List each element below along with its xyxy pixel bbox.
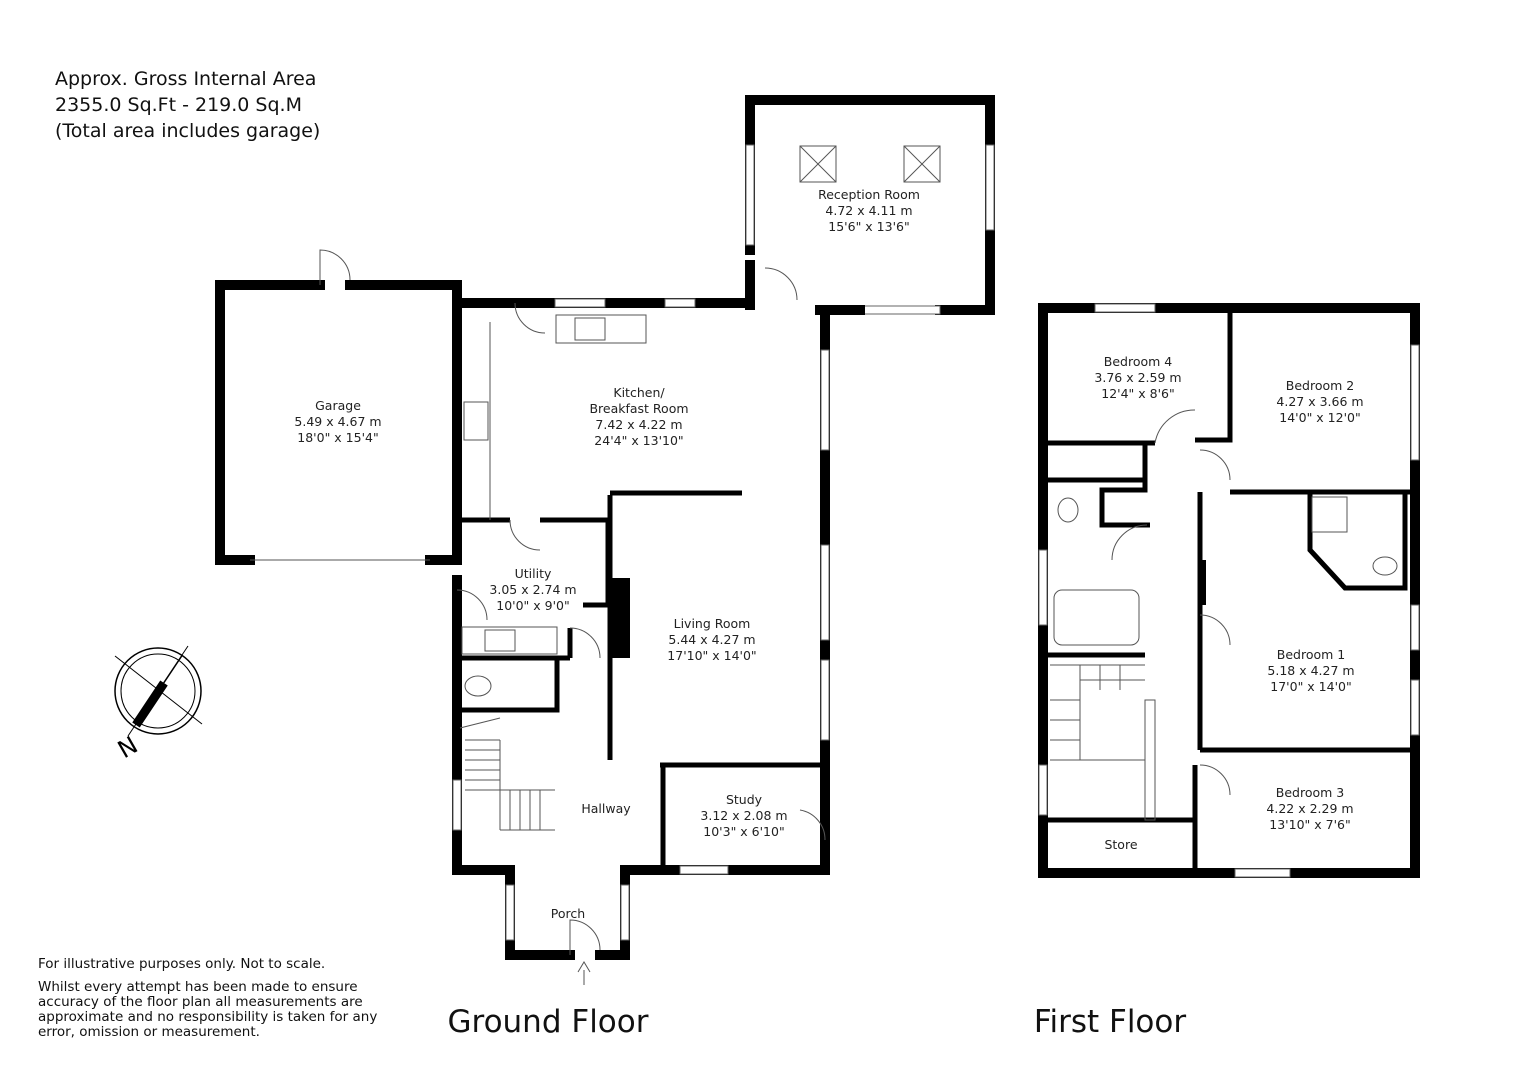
bedroom-1-label: Bedroom 1 5.18 x 4.27 m 17'0" x 14'0" xyxy=(1267,647,1354,694)
bedroom-3-label: Bedroom 3 4.22 x 2.29 m 13'10" x 7'6" xyxy=(1266,785,1353,832)
hallway-label: Hallway xyxy=(581,801,631,816)
area-value: 2355.0 Sq.Ft - 219.0 Sq.M xyxy=(55,94,302,116)
svg-text:5.49 x 4.67 m: 5.49 x 4.67 m xyxy=(294,414,381,429)
ground-floor-title: Ground Floor xyxy=(447,1004,648,1040)
svg-text:13'10" x 7'6": 13'10" x 7'6" xyxy=(1269,817,1350,832)
svg-text:17'0" x 14'0": 17'0" x 14'0" xyxy=(1270,679,1351,694)
garage-walls xyxy=(215,249,462,565)
svg-text:18'0" x 15'4": 18'0" x 15'4" xyxy=(297,430,378,445)
svg-text:14'0" x 12'0": 14'0" x 12'0" xyxy=(1279,410,1360,425)
area-title: Approx. Gross Internal Area xyxy=(55,68,317,90)
area-note: (Total area includes garage) xyxy=(55,120,321,142)
svg-text:17'10" x 14'0": 17'10" x 14'0" xyxy=(667,648,756,663)
svg-text:24'4" x 13'10": 24'4" x 13'10" xyxy=(594,433,683,448)
porch-label: Porch xyxy=(551,906,585,921)
compass-icon: N xyxy=(113,645,203,764)
svg-text:Kitchen/: Kitchen/ xyxy=(613,385,665,400)
first-floor-title: First Floor xyxy=(1034,1004,1186,1040)
svg-text:3.12 x 2.08 m: 3.12 x 2.08 m xyxy=(700,808,787,823)
reception-room-label: Reception Room 4.72 x 4.11 m 15'6" x 13'… xyxy=(818,187,920,234)
svg-text:12'4" x 8'6": 12'4" x 8'6" xyxy=(1101,386,1174,401)
garage-label: Garage 5.49 x 4.67 m 18'0" x 15'4" xyxy=(294,398,381,445)
compass-north-label: N xyxy=(113,731,143,764)
kitchen-label: Kitchen/ Breakfast Room 7.42 x 4.22 m 24… xyxy=(589,385,688,448)
ground-floor-interior-walls xyxy=(457,302,828,870)
utility-label: Utility 3.05 x 2.74 m 10'0" x 9'0" xyxy=(489,566,576,613)
svg-text:4.72 x 4.11 m: 4.72 x 4.11 m xyxy=(825,203,912,218)
ground-floor-outer-walls xyxy=(452,298,830,985)
svg-text:Living Room: Living Room xyxy=(674,616,751,631)
svg-text:Study: Study xyxy=(726,792,763,807)
svg-text:Bedroom 4: Bedroom 4 xyxy=(1104,354,1173,369)
svg-text:5.18 x 4.27 m: 5.18 x 4.27 m xyxy=(1267,663,1354,678)
disclaimer: For illustrative purposes only. Not to s… xyxy=(38,957,378,1048)
svg-text:15'6" x 13'6": 15'6" x 13'6" xyxy=(828,219,909,234)
first-floor-interior-walls xyxy=(1043,308,1415,873)
svg-text:Breakfast Room: Breakfast Room xyxy=(589,401,688,416)
svg-text:10'3" x 6'10": 10'3" x 6'10" xyxy=(703,824,784,839)
svg-text:Garage: Garage xyxy=(315,398,361,413)
first-floor-plan: Bedroom 4 3.76 x 2.59 m 12'4" x 8'6" Bed… xyxy=(1034,303,1420,1040)
svg-text:Utility: Utility xyxy=(515,566,552,581)
reception-room-walls xyxy=(745,95,995,315)
svg-text:3.76 x 2.59 m: 3.76 x 2.59 m xyxy=(1094,370,1181,385)
svg-text:4.22 x 2.29 m: 4.22 x 2.29 m xyxy=(1266,801,1353,816)
disclaimer-scale: For illustrative purposes only. Not to s… xyxy=(38,956,326,972)
study-label: Study 3.12 x 2.08 m 10'3" x 6'10" xyxy=(700,792,787,839)
svg-text:Bedroom 1: Bedroom 1 xyxy=(1277,647,1345,662)
ground-floor-plan: Reception Room 4.72 x 4.11 m 15'6" x 13'… xyxy=(215,95,995,1040)
svg-text:Bedroom 3: Bedroom 3 xyxy=(1276,785,1344,800)
svg-text:5.44 x 4.27 m: 5.44 x 4.27 m xyxy=(668,632,755,647)
disclaimer-accuracy: Whilst every attempt has been made to en… xyxy=(38,979,378,1040)
svg-text:Reception Room: Reception Room xyxy=(818,187,920,202)
bedroom-4-label: Bedroom 4 3.76 x 2.59 m 12'4" x 8'6" xyxy=(1094,354,1181,401)
svg-text:7.42 x 4.22 m: 7.42 x 4.22 m xyxy=(595,417,682,432)
svg-text:4.27 x 3.66 m: 4.27 x 3.66 m xyxy=(1276,394,1363,409)
svg-text:3.05 x 2.74 m: 3.05 x 2.74 m xyxy=(489,582,576,597)
store-label: Store xyxy=(1104,837,1137,852)
bedroom-2-label: Bedroom 2 4.27 x 3.66 m 14'0" x 12'0" xyxy=(1276,378,1363,425)
svg-text:Bedroom 2: Bedroom 2 xyxy=(1286,378,1354,393)
svg-text:10'0" x 9'0": 10'0" x 9'0" xyxy=(496,598,569,613)
living-room-label: Living Room 5.44 x 4.27 m 17'10" x 14'0" xyxy=(667,616,756,663)
area-summary: Approx. Gross Internal Area 2355.0 Sq.Ft… xyxy=(55,66,320,144)
